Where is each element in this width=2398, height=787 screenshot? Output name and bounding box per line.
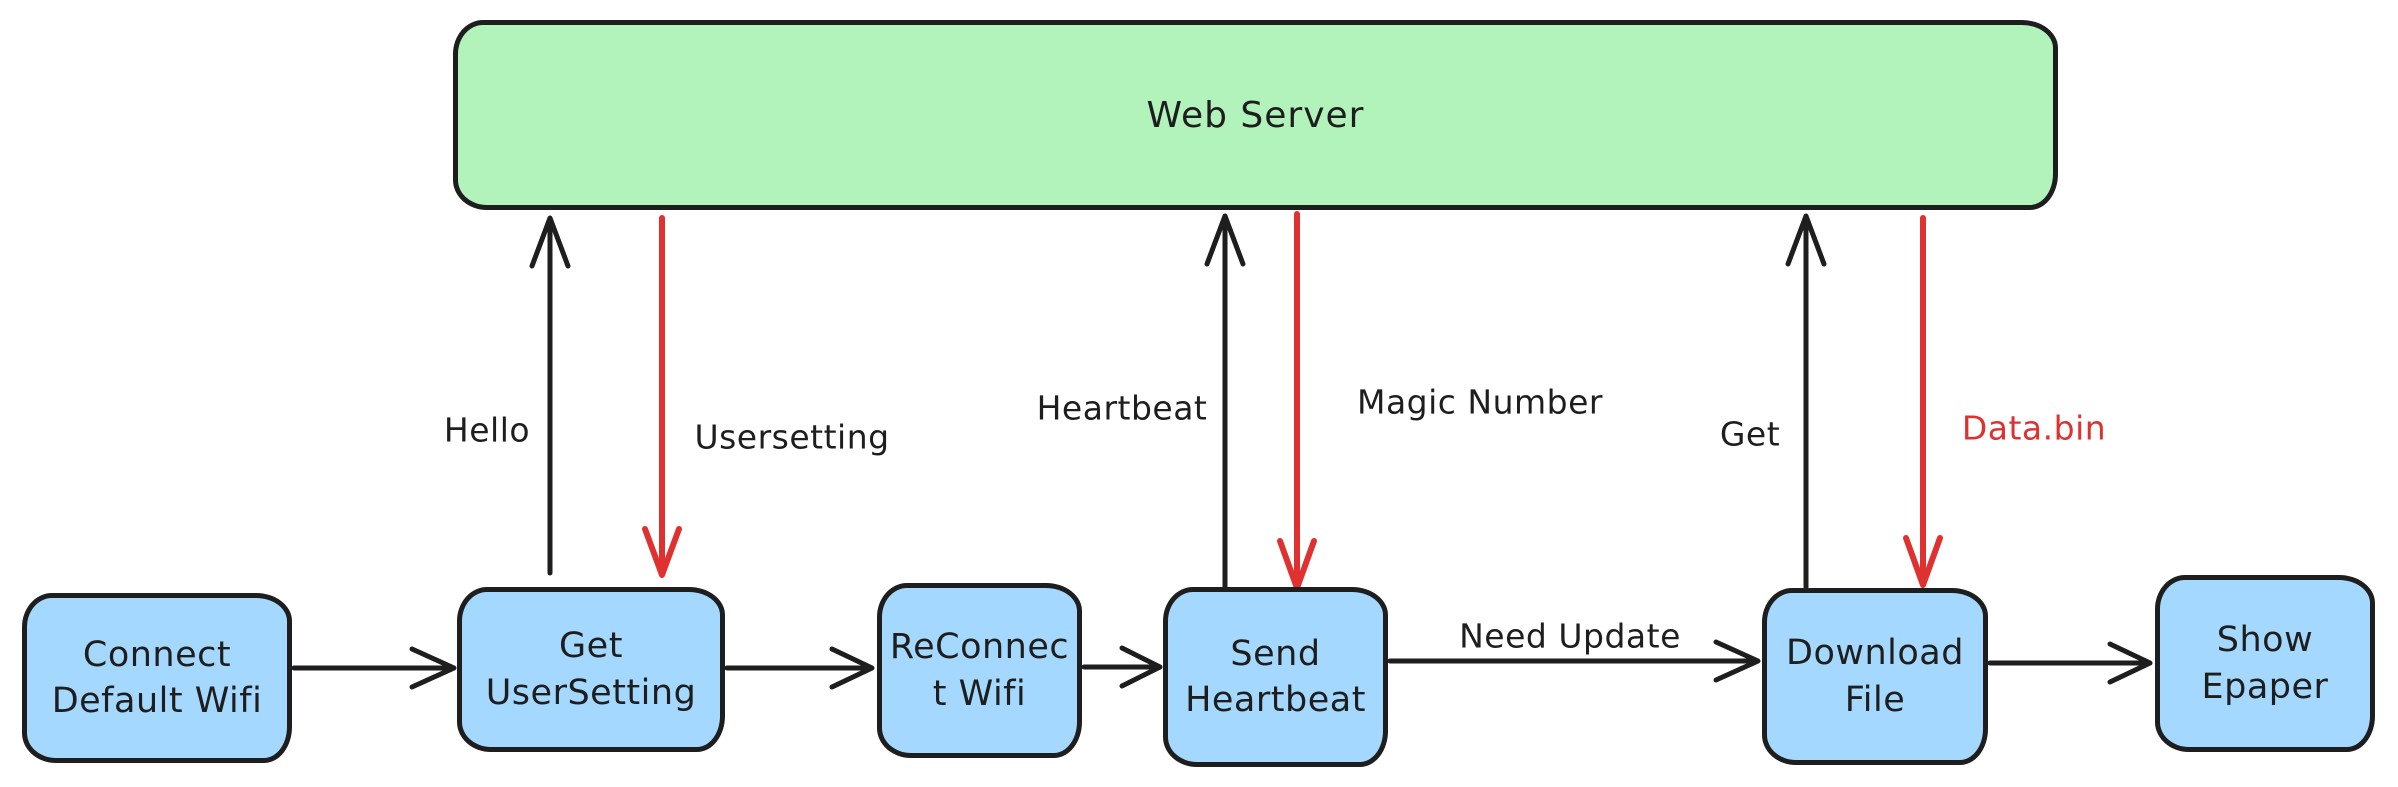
arrowhead-right-icon — [1713, 639, 1761, 683]
edge-usersetting-arrow — [642, 215, 682, 578]
edge-label-usersetting: Usersetting — [694, 417, 890, 457]
edge-label-need-update: Need Update — [1459, 616, 1681, 656]
arrowhead-right-icon — [409, 646, 457, 690]
flow-arrow-download-to-showepaper — [1987, 641, 2153, 685]
arrowhead-right-icon — [1119, 645, 1163, 689]
edge-label-heartbeat: Heartbeat — [1036, 388, 1208, 428]
edge-label-hello: Hello — [443, 410, 531, 450]
arrowhead-down-icon — [1277, 538, 1317, 591]
node-send-heartbeat-label: Send Heartbeat — [1185, 633, 1366, 720]
arrowhead-right-icon — [2107, 641, 2153, 685]
edge-label-magic-number: Magic Number — [1356, 382, 1604, 422]
node-web-server-label: Web Server — [1146, 94, 1365, 136]
node-show-epaper: Show Epaper — [2155, 575, 2375, 752]
node-web-server: Web Server — [453, 20, 2058, 210]
node-get-usersetting: Get UserSetting — [457, 587, 725, 752]
node-download-file-label: Download File — [1786, 633, 1964, 720]
node-show-epaper-label: Show Epaper — [2201, 620, 2329, 707]
node-connect-default-wifi-label: Connect Default Wifi — [51, 634, 263, 721]
flow-arrow-reconnect-to-sendheartbeat — [1081, 645, 1163, 689]
flow-arrow-connect-to-getusersetting — [291, 646, 457, 690]
node-get-usersetting-label: Get UserSetting — [485, 626, 697, 713]
arrowhead-up-icon — [529, 215, 571, 269]
edge-hello-arrow — [529, 215, 571, 576]
edge-data-bin-arrow — [1903, 215, 1943, 588]
node-reconnect-wifi: ReConnec t Wifi — [877, 583, 1082, 758]
node-download-file: Download File — [1762, 588, 1988, 765]
edge-magic-number-arrow — [1277, 211, 1317, 591]
node-send-heartbeat: Send Heartbeat — [1163, 587, 1388, 767]
arrowhead-down-icon — [1903, 535, 1943, 588]
flow-arrow-getusersetting-to-reconnect — [724, 646, 875, 690]
arrowhead-right-icon — [829, 646, 875, 690]
edge-label-get: Get — [1719, 414, 1781, 454]
arrowhead-up-icon — [1204, 213, 1246, 267]
arrowhead-up-icon — [1785, 213, 1827, 267]
node-connect-default-wifi: Connect Default Wifi — [22, 593, 292, 763]
arrowhead-down-icon — [642, 526, 682, 578]
edge-get-arrow — [1785, 213, 1827, 590]
node-reconnect-wifi-label: ReConnec t Wifi — [889, 627, 1070, 714]
edge-heartbeat-arrow — [1204, 213, 1246, 590]
edge-label-data-bin: Data.bin — [1961, 408, 2107, 448]
